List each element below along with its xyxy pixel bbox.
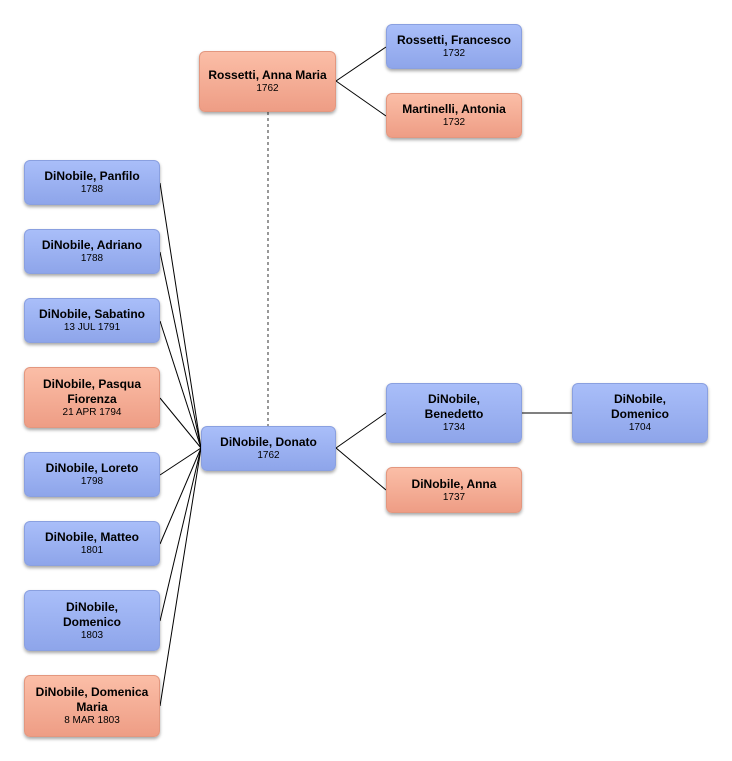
person-card-dinobile-loreto[interactable]: DiNobile, Loreto 1798 xyxy=(24,452,160,497)
person-date: 1762 xyxy=(257,450,280,461)
person-name: Rossetti, Francesco xyxy=(396,33,512,47)
child-connector xyxy=(159,447,202,707)
person-date: 1801 xyxy=(80,545,104,556)
parent-connector xyxy=(335,447,387,491)
person-card-dinobile-panfilo[interactable]: DiNobile, Panfilo 1788 xyxy=(24,160,160,205)
person-card-dinobile-donato[interactable]: DiNobile, Donato 1762 xyxy=(201,426,336,471)
parent-connector xyxy=(335,46,387,82)
person-date: 1737 xyxy=(442,491,466,503)
person-name: DiNobile, Domenico xyxy=(610,392,669,421)
person-name: DiNobile, Matteo xyxy=(44,530,139,544)
person-card-dinobile-pasqua-fiorenza[interactable]: DiNobile, Pasqua Fiorenza 21 APR 1794 xyxy=(24,367,160,428)
person-card-dinobile-anna[interactable]: DiNobile, Anna 1737 xyxy=(386,467,522,513)
child-connector xyxy=(159,182,202,449)
person-name: Martinelli, Antonia xyxy=(402,102,506,116)
person-name: DiNobile, Donato xyxy=(220,435,317,449)
person-date: 1732 xyxy=(442,117,466,128)
person-name: DiNobile, Panfilo xyxy=(44,169,140,183)
person-card-dinobile-adriano[interactable]: DiNobile, Adriano 1788 xyxy=(24,229,160,274)
person-date: 1788 xyxy=(80,253,104,264)
person-name: DiNobile, Adriano xyxy=(41,238,143,252)
person-date: 1798 xyxy=(80,476,104,487)
person-card-dinobile-domenica-maria[interactable]: DiNobile, Domenica Maria 8 MAR 1803 xyxy=(24,675,160,737)
person-card-dinobile-sabatino[interactable]: DiNobile, Sabatino 13 JUL 1791 xyxy=(24,298,160,343)
person-date: 1762 xyxy=(256,83,279,94)
person-date: 1803 xyxy=(80,629,104,641)
person-card-martinelli-antonia[interactable]: Martinelli, Antonia 1732 xyxy=(386,93,522,138)
person-name: DiNobile, Loreto xyxy=(45,461,139,475)
person-card-rossetti-anna-maria[interactable]: Rossetti, Anna Maria 1762 xyxy=(199,51,336,112)
person-date: 8 MAR 1803 xyxy=(64,715,120,726)
person-date: 1704 xyxy=(628,422,652,433)
person-name: DiNobile, Domenica Maria xyxy=(35,685,149,714)
child-connector xyxy=(159,320,202,449)
person-card-dinobile-domenico-1803[interactable]: DiNobile, Domenico 1803 xyxy=(24,590,160,651)
person-name: DiNobile, Pasqua Fiorenza xyxy=(42,376,142,406)
person-name: DiNobile, Benedetto xyxy=(424,392,484,421)
person-name: Rossetti, Anna Maria xyxy=(208,68,327,82)
person-card-dinobile-domenico-1704[interactable]: DiNobile, Domenico 1704 xyxy=(572,383,708,443)
person-name: DiNobile, Domenico xyxy=(62,599,121,629)
child-connector xyxy=(159,397,202,449)
person-name: DiNobile, Sabatino xyxy=(38,307,145,321)
person-card-rossetti-francesco[interactable]: Rossetti, Francesco 1732 xyxy=(386,24,522,69)
child-connector xyxy=(159,251,202,449)
person-date: 1734 xyxy=(442,422,466,433)
person-card-dinobile-benedetto[interactable]: DiNobile, Benedetto 1734 xyxy=(386,383,522,443)
person-card-dinobile-matteo[interactable]: DiNobile, Matteo 1801 xyxy=(24,521,160,566)
parent-connector xyxy=(335,80,387,117)
child-connector xyxy=(159,447,202,545)
person-date: 1732 xyxy=(442,48,466,59)
person-name: DiNobile, Anna xyxy=(411,476,497,491)
person-date: 21 APR 1794 xyxy=(62,406,122,418)
child-connector xyxy=(159,447,202,476)
parent-connector xyxy=(335,412,387,449)
child-connector xyxy=(159,447,202,622)
person-date: 1788 xyxy=(80,184,104,195)
person-date: 13 JUL 1791 xyxy=(63,322,121,333)
